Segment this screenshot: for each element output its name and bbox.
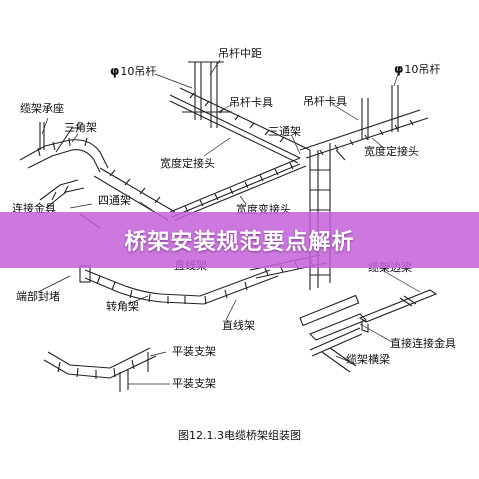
label-rod-left: φ10吊杆 [110, 65, 156, 78]
label-rod-right-text: 10吊杆 [404, 63, 441, 76]
label-cable-support: 缆架承座 [20, 102, 64, 115]
label-direct-fitting: 直接连接金具 [390, 337, 456, 350]
hanger-rods-right [361, 85, 399, 140]
label-rod-right: φ10吊杆 [394, 63, 440, 76]
rod-symbol-icon: φ [110, 64, 120, 78]
flat-bracket-tray [43, 347, 157, 392]
upper-diagonal-tray [169, 87, 311, 164]
label-elbow: 转角架 [106, 300, 139, 313]
label-straight-lower: 直线架 [222, 319, 255, 332]
label-end-cap: 端部封堵 [16, 290, 60, 303]
label-cross: 四通架 [98, 194, 131, 207]
main-diagonal-tray [169, 157, 307, 221]
label-hanger-spacing: 吊杆中距 [218, 47, 262, 60]
hanger-rods-center [182, 61, 232, 128]
cable-crossbeam-part [309, 327, 363, 373]
rod-symbol-icon: φ [394, 62, 404, 76]
label-flat-bracket-upper: 平装支架 [172, 345, 216, 358]
figure-caption: 图12.1.3电缆桥架组装图 [178, 429, 301, 442]
label-cable-crossbeam: 缆架横梁 [346, 353, 390, 366]
direct-fitting-part [299, 294, 367, 341]
label-width-fixed-right: 宽度定接头 [364, 145, 419, 158]
label-rod-left-text: 10吊杆 [120, 65, 157, 78]
banner-title: 桥架安装规范要点解析 [124, 230, 355, 255]
label-rod-clamp-right: 吊杆卡具 [303, 95, 347, 108]
label-width-fixed-center: 宽度定接头 [160, 157, 215, 170]
label-connecting-fitting: 连接金具 [12, 202, 56, 215]
cable-side-beam-part [358, 289, 438, 333]
leader-lines [37, 59, 421, 385]
label-flat-bracket-lower: 平装支架 [172, 377, 216, 390]
lower-curved-tray [79, 265, 279, 305]
left-curved-tray [19, 122, 109, 173]
label-tee: 三通架 [268, 125, 301, 138]
title-banner: 桥架安装规范要点解析 [0, 212, 479, 268]
label-triangle-frame: 三角架 [64, 121, 97, 134]
upper-right-tray [299, 109, 429, 161]
label-rod-clamp-center: 吊杆卡具 [229, 96, 273, 109]
